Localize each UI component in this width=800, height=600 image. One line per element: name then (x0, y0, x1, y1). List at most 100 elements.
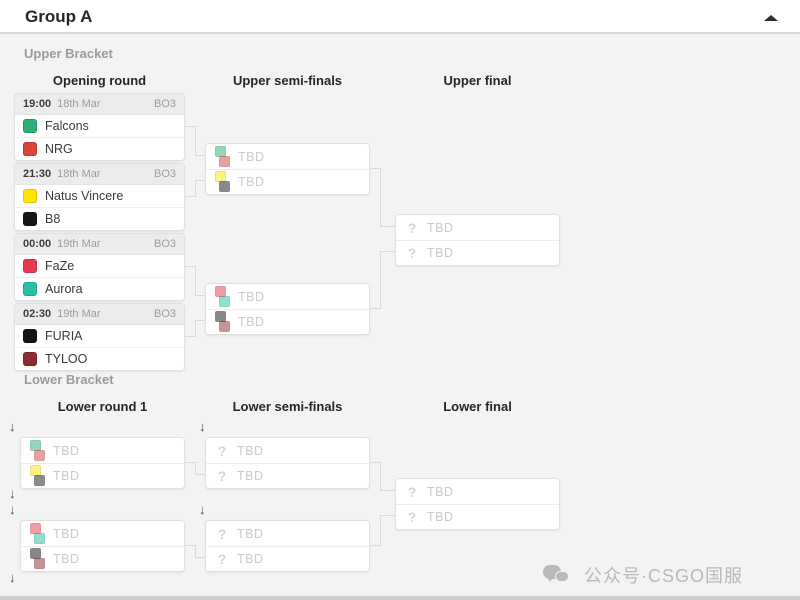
tbd-slot[interactable]: TBD (21, 438, 184, 463)
question-mark-icon: ? (407, 483, 417, 500)
team-row[interactable]: B8 (15, 207, 184, 230)
column-header-upper-final: Upper final (443, 73, 512, 88)
tbd-slot[interactable]: TBD (206, 144, 369, 169)
tbd-slot[interactable]: TBD (206, 309, 369, 334)
connector (185, 126, 195, 127)
question-mark-icon: ? (217, 525, 227, 542)
tbd-label: TBD (237, 443, 264, 458)
tbd-label: TBD (427, 510, 454, 524)
drop-down-arrow-icon: ↓ (9, 419, 16, 434)
chevron-up-icon (764, 15, 778, 21)
question-mark-icon: ? (407, 509, 417, 525)
connector (195, 462, 196, 475)
connector (185, 545, 195, 546)
connector (195, 180, 205, 181)
connector (195, 557, 205, 558)
tbd-slot[interactable]: TBD (21, 521, 184, 546)
tbd-slot[interactable]: ? TBD (206, 546, 369, 571)
tbd-slot[interactable]: ? TBD (206, 438, 369, 463)
bottom-divider (0, 596, 800, 600)
match-card-navi-b8[interactable]: 21:30 18th Mar BO3 Natus Vincere B8 (14, 163, 185, 231)
connector (380, 168, 381, 227)
team-row[interactable]: TYLOO (15, 347, 184, 370)
match-time: 19:00 (23, 98, 52, 110)
team-name: FURIA (45, 329, 83, 343)
tbd-slot[interactable]: ? TBD (396, 215, 559, 240)
possible-teams-logos-icon (214, 285, 232, 309)
connector (195, 295, 205, 296)
possible-teams-logos-icon (29, 547, 47, 571)
team-name: TYLOO (45, 352, 88, 366)
match-date: 19th Mar (57, 308, 101, 320)
connector (370, 308, 380, 309)
lower-bracket-label: Lower Bracket (24, 372, 114, 387)
upper-semi-final-1-card[interactable]: TBD TBD (205, 143, 370, 195)
tbd-slot[interactable]: ? TBD (206, 463, 369, 488)
upper-semi-final-2-card[interactable]: TBD TBD (205, 283, 370, 335)
team-row[interactable]: Falcons (15, 114, 184, 137)
connector (195, 320, 205, 321)
match-time: 02:30 (23, 308, 52, 320)
collapse-button[interactable] (760, 10, 782, 26)
lower-round1-match2-card[interactable]: TBD TBD (20, 520, 185, 572)
connector (195, 155, 205, 156)
lower-semi-final-2-card[interactable]: ? TBD ? TBD (205, 520, 370, 572)
match-card-falcons-nrg[interactable]: 19:00 18th Mar BO3 Falcons NRG (14, 93, 185, 161)
possible-teams-logos-icon (214, 170, 232, 194)
faze-logo-icon (23, 259, 37, 273)
upper-final-card[interactable]: ? TBD ? TBD (395, 214, 560, 266)
tbd-slot[interactable]: ? TBD (206, 521, 369, 546)
connector (185, 266, 195, 267)
column-header-lower-semi-finals: Lower semi-finals (232, 399, 343, 414)
b8-logo-icon (23, 212, 37, 226)
column-header-lower-final: Lower final (443, 399, 512, 414)
tyloo-logo-icon (23, 352, 37, 366)
match-card-faze-aurora[interactable]: 00:00 19th Mar BO3 FaZe Aurora (14, 233, 185, 301)
natus-vincere-logo-icon (23, 189, 37, 203)
aurora-logo-icon (23, 282, 37, 296)
tbd-slot[interactable]: TBD (21, 546, 184, 571)
tbd-slot[interactable]: TBD (206, 169, 369, 194)
connector (195, 266, 196, 296)
upper-bracket-label: Upper Bracket (24, 46, 113, 61)
question-mark-icon: ? (407, 245, 417, 261)
lower-semi-final-1-card[interactable]: ? TBD ? TBD (205, 437, 370, 489)
connector (185, 462, 195, 463)
tbd-slot[interactable]: ? TBD (396, 479, 559, 504)
match-format: BO3 (153, 168, 176, 180)
tbd-slot[interactable]: TBD (206, 284, 369, 309)
connector (380, 515, 381, 546)
match-header: 19:00 18th Mar BO3 (15, 94, 184, 114)
tbd-label: TBD (53, 469, 80, 483)
connector (195, 545, 196, 558)
tbd-label: TBD (238, 289, 265, 304)
connector (195, 180, 196, 197)
connector (185, 196, 195, 197)
tbd-slot[interactable]: ? TBD (396, 240, 559, 265)
possible-teams-logos-icon (29, 464, 47, 488)
lower-final-card[interactable]: ? TBD ? TBD (395, 478, 560, 530)
team-row[interactable]: Aurora (15, 277, 184, 300)
connector (195, 474, 205, 475)
match-time: 21:30 (23, 168, 52, 180)
chat-bubbles-icon (543, 563, 575, 587)
column-header-lower-round-1: Lower round 1 (57, 399, 148, 414)
match-header: 00:00 19th Mar BO3 (15, 234, 184, 254)
match-time: 00:00 (23, 238, 52, 250)
falcons-logo-icon (23, 119, 37, 133)
question-mark-icon: ? (217, 442, 227, 459)
match-card-furia-tyloo[interactable]: 02:30 19th Mar BO3 FURIA TYLOO (14, 303, 185, 371)
drop-down-arrow-icon: ↓ (9, 570, 16, 585)
tbd-label: TBD (237, 469, 264, 483)
connector (380, 490, 395, 491)
connector (380, 251, 395, 252)
tbd-slot[interactable]: ? TBD (396, 504, 559, 529)
team-name: B8 (45, 212, 61, 226)
lower-round1-match1-card[interactable]: TBD TBD (20, 437, 185, 489)
tbd-slot[interactable]: TBD (21, 463, 184, 488)
team-row[interactable]: Natus Vincere (15, 184, 184, 207)
team-row[interactable]: FaZe (15, 254, 184, 277)
team-row[interactable]: NRG (15, 137, 184, 160)
group-title: Group A (25, 7, 93, 26)
team-row[interactable]: FURIA (15, 324, 184, 347)
